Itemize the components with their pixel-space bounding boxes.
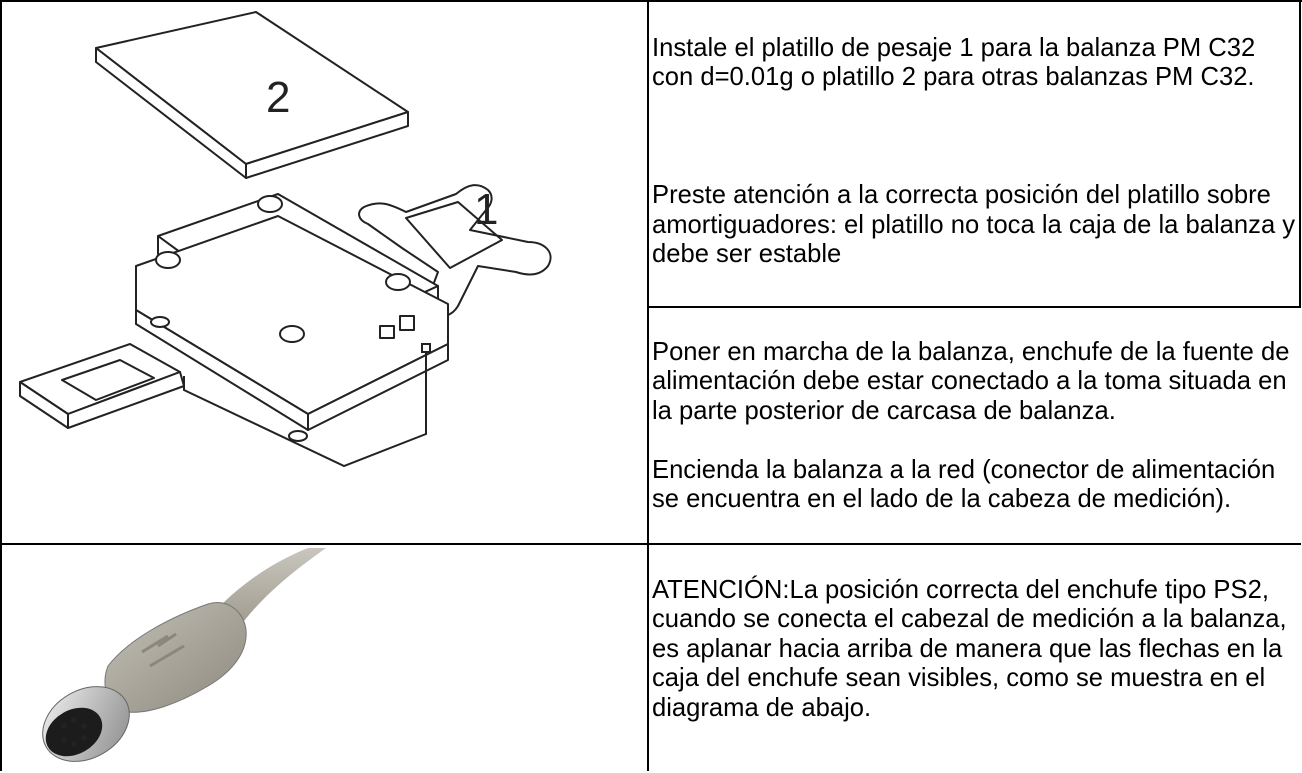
row-1-paragraph-1: Instale el platillo de pesaje 1 para la … [652,33,1256,92]
pan-1-inner [405,201,503,269]
damper-back [257,195,283,213]
balance-housing-side [307,343,449,431]
table-column-divider [647,0,649,771]
table-border-top [0,0,1302,2]
ps2-plug-drawing [42,548,326,762]
damper-right [385,273,411,291]
row-2-text: Poner en marcha de la balanza, enchufe d… [652,308,1302,544]
label-pan-2: 2 [266,73,290,122]
damper-front [279,325,305,343]
balance-assembly-figure: 2 1 [8,4,644,540]
damper-left [155,251,181,269]
table-border-left [0,0,2,771]
ps2-arrow-mark [141,632,185,668]
table-border-right [1299,0,1301,306]
connection-cable [183,350,427,468]
connector-b [399,315,415,331]
row-2-paragraph-2: Encienda la balanza a la red (conector d… [652,455,1276,514]
ps2-socket-face [45,707,103,757]
foot-front [288,430,308,442]
ps2-plug-body [104,602,247,713]
display-head-screen [61,359,155,401]
row-1-paragraph-2: Preste atención a la correcta posición d… [652,181,1296,268]
ps2-cable [218,548,326,626]
row-3-text: ATENCIÓN:La posición correcta del enchuf… [652,546,1302,753]
connector-a [379,325,395,339]
balance-assembly-drawing: 2 1 [19,11,552,468]
ps2-plug-figure [8,548,644,768]
row-3-paragraph-1: ATENCIÓN:La posición correcta del enchuf… [652,575,1287,722]
foot-left [150,316,170,328]
row-1-text: Instale el platillo de pesaje 1 para la … [652,4,1302,299]
row-2-paragraph-1: Poner en marcha de la balanza, enchufe d… [652,337,1290,425]
label-pan-1: 1 [474,185,498,234]
row-divider-1 [647,306,1301,308]
pan-2-side-right [245,111,409,179]
row-divider-2 [0,543,1301,545]
